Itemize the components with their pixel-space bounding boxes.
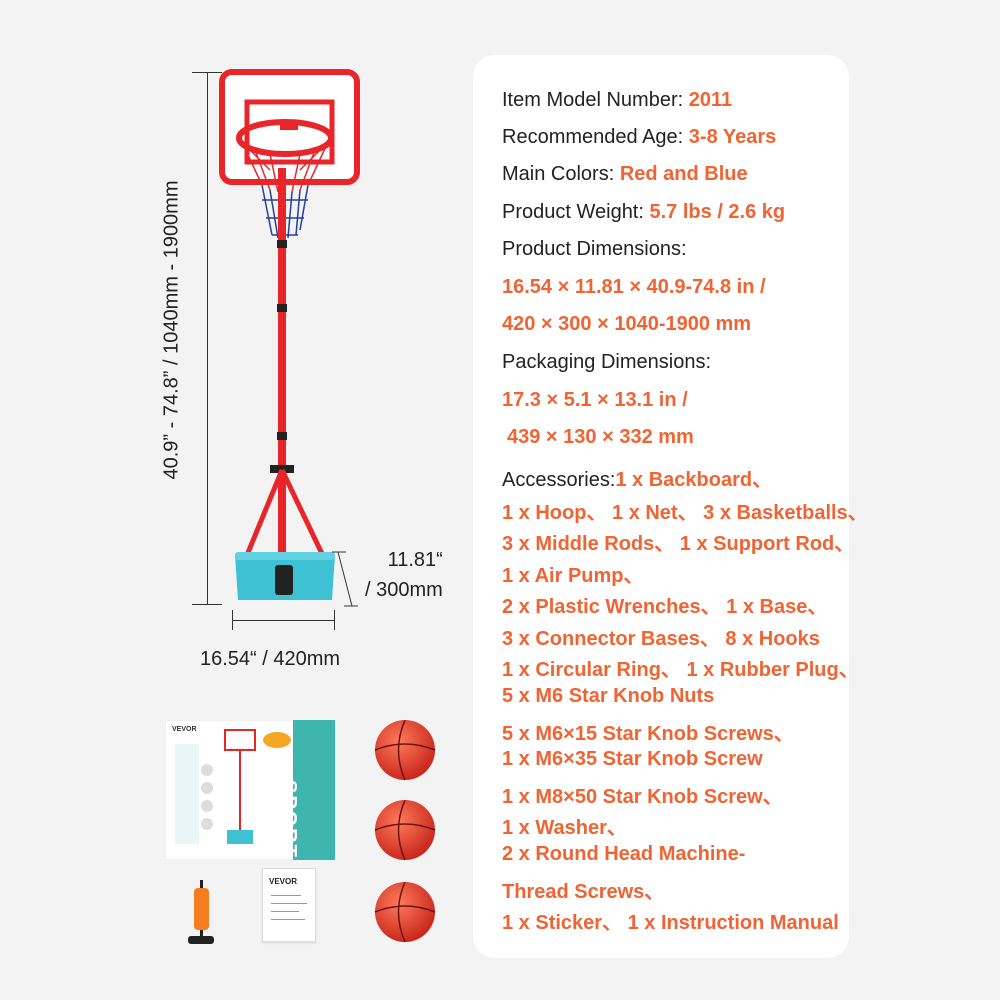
accessory-line: Thread Screws、 — [502, 881, 665, 903]
spec-packaging-label: Packaging Dimensions: — [502, 351, 711, 373]
accessory-line: 5 x M6×15 Star Knob Screws、 — [502, 723, 794, 745]
accessory-line: 1 x Sticker、 1 x Instruction Manual — [502, 912, 839, 934]
manual-text-line — [271, 911, 299, 912]
manual-text-line — [271, 895, 301, 896]
product-box-image — [165, 720, 335, 860]
width-dimension-cap-right — [334, 610, 335, 630]
box-product-name: SPORT — [278, 780, 300, 859]
spec-age-label: Recommended Age: — [502, 126, 684, 148]
width-dimension-cap-left — [232, 610, 233, 630]
depth-dimension-label: 11.81“ / 300mm — [365, 545, 443, 605]
basketballs-image — [374, 720, 436, 943]
spec-dimensions-label: Product Dimensions: — [502, 238, 687, 260]
height-dimension-cap-bottom — [192, 604, 222, 605]
accessory-line: 1 x M6×35 Star Knob Screw — [502, 748, 763, 770]
height-dimension-cap-top — [192, 72, 222, 73]
accessory-line: 1 x Hoop、 1 x Net、 3 x Basketballs、 — [502, 502, 868, 524]
spec-colors: Main Colors: Red and Blue — [502, 163, 748, 186]
accessory-line: 3 x Connector Bases、 8 x Hooks — [502, 628, 820, 650]
spec-age-value: 3-8 Years — [688, 126, 777, 148]
accessory-line: 1 x Circular Ring、 1 x Rubber Plug、 — [502, 659, 859, 681]
spec-packaging-value-in: 17.3 × 5.1 × 13.1 in / — [502, 389, 688, 411]
spec-colors-label: Main Colors: — [502, 163, 615, 185]
basketball-icon — [374, 799, 436, 861]
accessory-line: 2 x Plastic Wrenches、 1 x Base、 — [502, 596, 828, 618]
spec-model-label: Item Model Number: — [502, 89, 684, 111]
manual-brand-logo: VEVOR — [269, 877, 298, 886]
accessory-line: 1 x Washer、 — [502, 817, 627, 839]
manual-text-line — [271, 903, 307, 904]
accessory-line: 1 x M8×50 Star Knob Screw、 — [502, 786, 783, 808]
spec-model: Item Model Number: 2011 — [502, 89, 732, 112]
basketball-hoop-image — [219, 69, 360, 600]
spec-dimensions-value-mm: 420 × 300 × 1040-1900 mm — [502, 313, 752, 335]
height-dimension-line — [207, 72, 208, 605]
air-pump-image — [188, 880, 214, 944]
spec-accessories-first: 1 x Backboard、 — [615, 469, 773, 491]
spec-card — [473, 55, 849, 958]
spec-age: Recommended Age: 3-8 Years — [502, 126, 776, 149]
spec-accessories: Accessories:1 x Backboard、 — [502, 463, 772, 492]
spec-colors-value: Red and Blue — [619, 163, 748, 185]
instruction-manual-image: VEVOR — [262, 868, 316, 942]
height-dimension-label: 40.9” - 74.8” / 1040mm - 1900mm — [160, 180, 183, 480]
spec-weight-label: Product Weight: — [502, 201, 644, 223]
basketball-icon — [374, 881, 436, 943]
spec-packaging-value-mm: 439 × 130 × 332 mm — [507, 426, 694, 448]
accessory-line: 3 x Middle Rods、 1 x Support Rod、 — [502, 533, 855, 555]
manual-text-line — [271, 919, 305, 920]
box-brand-logo: VEVOR — [172, 726, 197, 733]
depth-dimension-line — [332, 551, 358, 607]
width-dimension-line — [232, 620, 335, 621]
spec-dimensions-value-in: 16.54 × 11.81 × 40.9-74.8 in / — [502, 276, 766, 298]
accessory-line: 1 x Air Pump、 — [502, 565, 644, 587]
spec-weight: Product Weight: 5.7 lbs / 2.6 kg — [502, 201, 785, 224]
spec-accessories-label: Accessories: — [502, 469, 616, 491]
width-dimension-label: 16.54“ / 420mm — [200, 648, 341, 670]
accessory-line: 2 x Round Head Machine- — [502, 843, 746, 865]
depth-dimension-line2: / 300mm — [365, 579, 443, 601]
basketball-icon — [374, 720, 436, 781]
accessory-line: 5 x M6 Star Knob Nuts — [502, 685, 715, 707]
spec-weight-value: 5.7 lbs / 2.6 kg — [649, 201, 786, 223]
depth-dimension-line1: 11.81“ — [387, 549, 443, 571]
spec-model-value: 2011 — [688, 89, 733, 111]
